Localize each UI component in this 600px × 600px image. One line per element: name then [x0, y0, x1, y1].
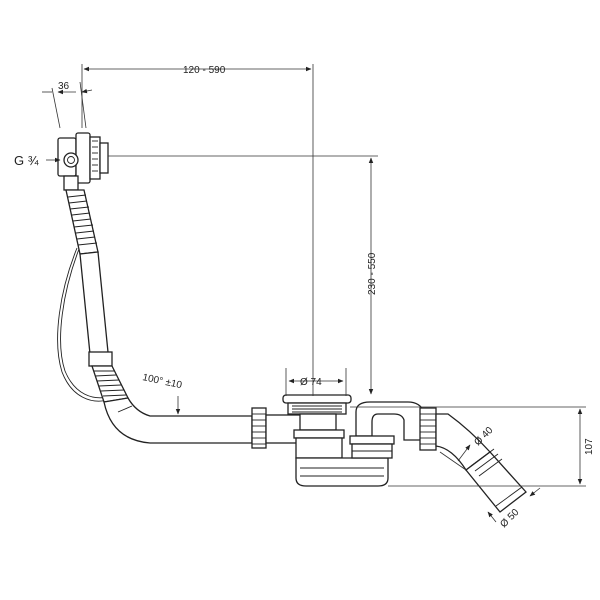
dim-span-label: 120 - 590 [183, 65, 226, 76]
dim-107-label: 107 [584, 438, 595, 455]
overflow-hose-lower [91, 365, 129, 403]
overflow-hose-upper [65, 189, 99, 255]
dim-angle-label: 100° ±10 [141, 372, 183, 391]
dim-diameter-74-label: Ø 74 [300, 377, 322, 388]
drain-body [282, 394, 389, 487]
trap [349, 401, 425, 459]
dim-diameter-40-label: Ø 40 [472, 425, 495, 448]
thread-label: G ¾ [14, 153, 39, 168]
control-cable [57, 247, 109, 402]
dim-height-range-label: 230 - 550 [367, 252, 378, 295]
pipe-nut-right [419, 407, 437, 451]
dim-36-label: 36 [58, 81, 70, 92]
overflow-pipe [79, 251, 113, 367]
overflow-head [57, 132, 109, 191]
outlet-pipe [435, 413, 527, 513]
